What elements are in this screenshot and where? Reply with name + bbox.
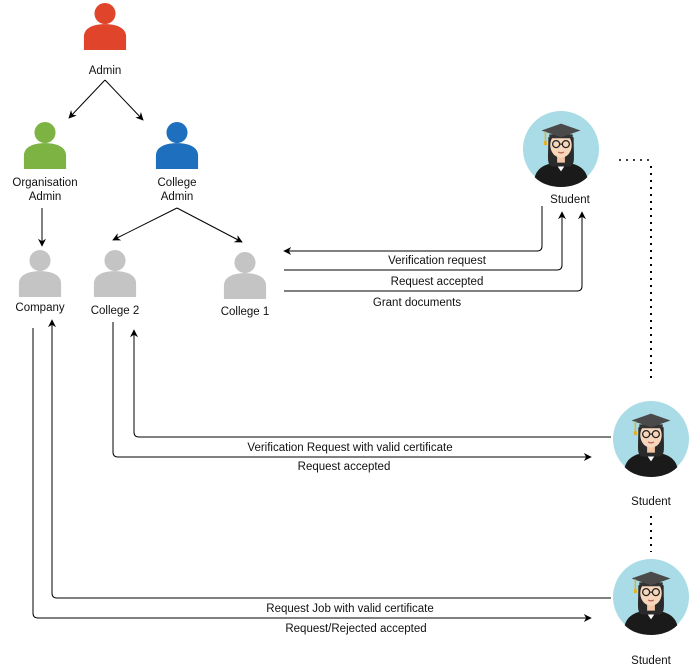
admin-label: Admin: [89, 65, 122, 77]
student-bottom-label: Student: [631, 655, 671, 667]
student-bottom-node: Student: [612, 558, 690, 667]
college1-label: College 1: [221, 306, 270, 318]
college-admin-to-college1-arrow: [176, 207, 243, 243]
college2-node: College 2: [91, 250, 140, 317]
college-admin-label-line1: College: [158, 177, 197, 189]
request-accepted-label-2: Request accepted: [298, 461, 391, 473]
admin-node: Admin: [83, 3, 127, 77]
verification-request-label: Verification request: [388, 255, 487, 267]
request-accepted-edge-1: [284, 211, 566, 271]
person-icon: [93, 250, 137, 297]
admin-to-college-admin-arrow: [104, 79, 144, 121]
college1-node: College 1: [221, 252, 270, 318]
college2-label: College 2: [91, 305, 140, 317]
request-accepted-label-1: Request accepted: [391, 276, 484, 288]
verification-valid-cert-label: Verification Request with valid certific…: [247, 442, 452, 454]
student-top-node: Student: [522, 110, 600, 206]
college-admin-to-college2-arrow: [112, 207, 178, 241]
person-icon: [23, 122, 67, 169]
graduate-student-icon: [612, 558, 690, 636]
student-top-label: Student: [550, 194, 590, 206]
organisation-admin-label-line2: Admin: [29, 191, 62, 203]
college-admin-label-line2: Admin: [161, 191, 194, 203]
graduate-student-icon: [522, 110, 600, 188]
person-icon: [83, 3, 127, 50]
verification-valid-cert-edge: [130, 329, 611, 438]
organisation-admin-node: Organisation Admin: [12, 122, 78, 203]
graduate-student-icon: [612, 400, 690, 478]
request-job-edge: [48, 319, 611, 599]
student-mid-node: Student: [612, 400, 690, 508]
request-accepted-edge-2: [112, 322, 592, 461]
person-icon: [223, 252, 267, 299]
verification-request-edge: [283, 206, 543, 255]
person-icon: [18, 250, 62, 297]
request-rejected-accepted-edge: [32, 328, 592, 622]
person-icon: [155, 122, 199, 169]
request-job-label: Request Job with valid certificate: [266, 603, 433, 615]
company-node: Company: [15, 250, 65, 314]
grant-documents-label: Grant documents: [373, 297, 461, 309]
company-label: Company: [15, 302, 64, 314]
student-mid-label: Student: [631, 496, 671, 508]
college-admin-node: College Admin: [155, 122, 199, 203]
student-continuation-dots: [619, 159, 649, 161]
organisation-admin-label-line1: Organisation: [12, 177, 77, 189]
request-rejected-accepted-label: Request/Rejected accepted: [285, 623, 426, 635]
admin-to-organisation-admin-arrow: [68, 79, 106, 119]
grant-documents-edge: [284, 211, 586, 292]
